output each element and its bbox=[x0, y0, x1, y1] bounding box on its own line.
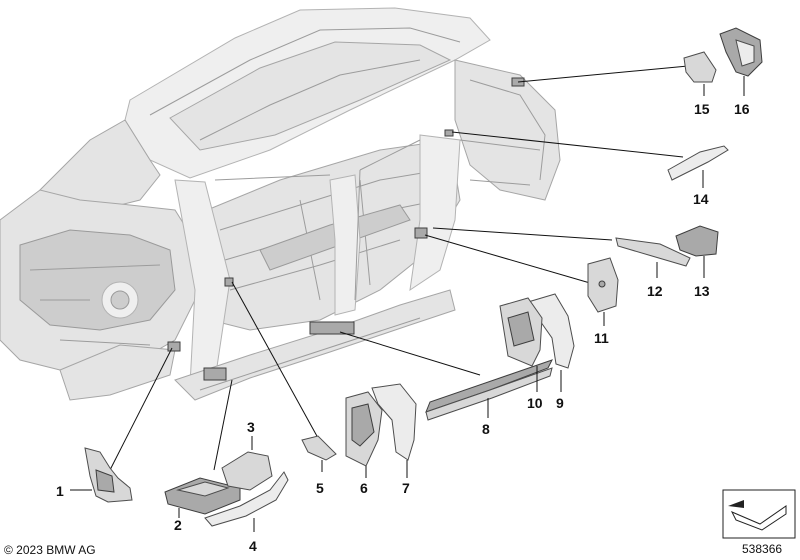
callout-11: 11 bbox=[594, 330, 609, 346]
part-11-rear-bracket bbox=[587, 257, 619, 313]
part-8-sill-reinforcement bbox=[425, 359, 553, 421]
callout-1: 1 bbox=[56, 483, 64, 499]
callout-10: 10 bbox=[527, 395, 543, 411]
part-13-rail-support bbox=[675, 225, 719, 257]
callout-16: 16 bbox=[734, 101, 750, 117]
part-15-bracket bbox=[683, 51, 717, 83]
orientation-arrow-icon bbox=[722, 489, 796, 539]
installed-part-markers bbox=[167, 77, 525, 381]
callout-labels: 1 2 3 4 5 6 7 8 9 10 11 12 13 14 15 16 bbox=[56, 101, 750, 554]
callout-5: 5 bbox=[316, 480, 324, 496]
part-14-gusset bbox=[667, 145, 729, 181]
callout-7: 7 bbox=[402, 480, 410, 496]
part-12-rail-bracket bbox=[615, 237, 691, 267]
part-3-support bbox=[221, 451, 273, 491]
figure-number: 538366 bbox=[742, 542, 782, 556]
callout-15: 15 bbox=[694, 101, 710, 117]
copyright-notice: © 2023 BMW AG bbox=[4, 543, 96, 557]
callout-ticks bbox=[70, 76, 745, 532]
callout-12: 12 bbox=[647, 283, 663, 299]
callout-14: 14 bbox=[693, 191, 709, 207]
part-2-floor-bracket bbox=[164, 477, 241, 515]
callout-4: 4 bbox=[249, 538, 257, 554]
part-4-sill-bracket bbox=[204, 471, 289, 527]
part-6-inner-panel bbox=[345, 391, 383, 467]
part-5-clip bbox=[301, 435, 337, 461]
callout-8: 8 bbox=[482, 421, 490, 437]
callout-2: 2 bbox=[174, 517, 182, 533]
part-7-outer-panel bbox=[371, 383, 417, 461]
part-1-reinforcement bbox=[84, 447, 133, 503]
callout-13: 13 bbox=[694, 283, 710, 299]
part-9-pillar-panel bbox=[527, 293, 575, 369]
callout-6: 6 bbox=[360, 480, 368, 496]
callout-9: 9 bbox=[556, 395, 564, 411]
callout-3: 3 bbox=[247, 419, 255, 435]
leader-lines bbox=[109, 65, 689, 471]
part-10-pillar-inner bbox=[499, 297, 543, 367]
part-16-support bbox=[719, 27, 763, 77]
car-body-in-white bbox=[0, 7, 561, 401]
